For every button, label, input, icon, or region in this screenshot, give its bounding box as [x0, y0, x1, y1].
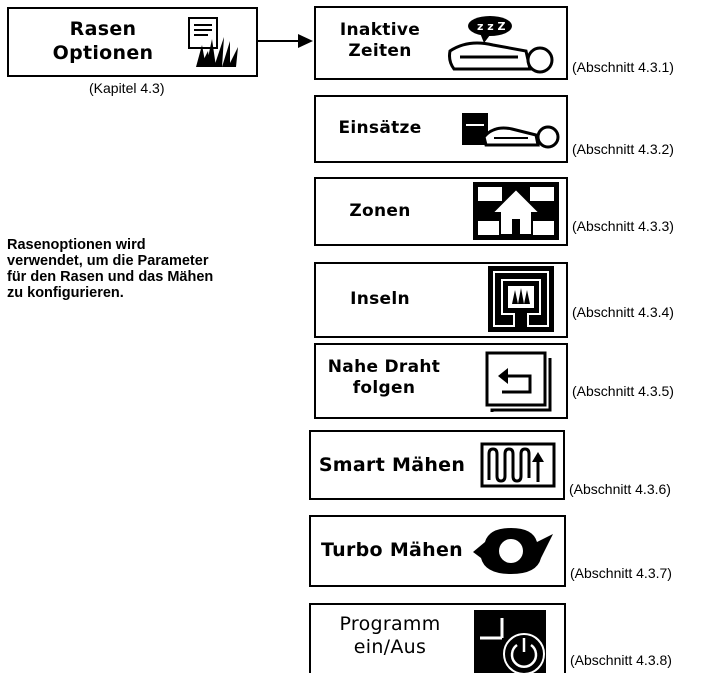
item-label: Zonen [325, 201, 435, 222]
zones-house-icon [472, 181, 562, 241]
description-line: für den Rasen und das Mähen [7, 269, 214, 285]
item-label-line: Nahe Draht [327, 357, 441, 377]
item-label-line: folgen [352, 378, 416, 398]
main-menu-caption: (Kapitel 4.3) [89, 80, 165, 96]
follow-wire-icon [484, 350, 552, 414]
item-label-line: Programm [339, 613, 441, 635]
item-label-line: Inseln [350, 289, 410, 309]
turbo-mowing-icon [471, 524, 555, 578]
islands-icon [488, 266, 554, 332]
arrow-right-icon [258, 33, 314, 49]
item-label-line: ein/Aus [353, 636, 427, 658]
item-label-line: Zeiten [348, 41, 412, 61]
item-ref: (Abschnitt 4.3.1) [572, 59, 674, 75]
item-label: Inseln [325, 289, 435, 310]
item-label-line: Turbo Mähen [320, 539, 463, 561]
item-label-line: Einsätze [338, 118, 422, 138]
item-label: Inaktive Zeiten [325, 20, 435, 62]
program-power-icon [474, 610, 548, 673]
smart-mowing-icon [480, 442, 556, 488]
item-label-line: Inaktive [339, 20, 421, 40]
item-label: Einsätze [325, 118, 435, 139]
item-label: Smart Mähen [312, 455, 472, 476]
item-label: Turbo Mähen [312, 540, 472, 561]
item-label-line: Smart Mähen [318, 454, 466, 476]
description-line: verwendet, um die Parameter [7, 253, 209, 269]
item-label: Programm ein/Aus [325, 613, 455, 659]
item-ref: (Abschnitt 4.3.2) [572, 141, 674, 157]
svg-text:z z Z: z z Z [477, 20, 505, 33]
item-ref: (Abschnitt 4.3.5) [572, 383, 674, 399]
item-ref: (Abschnitt 4.3.7) [570, 565, 672, 581]
item-ref: (Abschnitt 4.3.8) [570, 652, 672, 668]
description-line: zu konfigurieren. [7, 285, 124, 301]
description-line: Rasenoptionen wird [7, 237, 146, 253]
lawn-grass-icon [186, 15, 242, 69]
main-menu-label: Rasen Optionen [38, 17, 168, 65]
main-menu-label-line1: Rasen [69, 18, 137, 40]
item-label: Nahe Draht folgen [319, 357, 449, 399]
item-ref: (Abschnitt 4.3.4) [572, 304, 674, 320]
menu-item-einsaetze[interactable] [314, 95, 568, 163]
item-ref: (Abschnitt 4.3.3) [572, 218, 674, 234]
item-label-line: Zonen [349, 201, 411, 221]
mower-dock-icon [462, 111, 562, 149]
main-menu-label-line2: Optionen [52, 42, 154, 64]
item-ref: (Abschnitt 4.3.6) [569, 481, 671, 497]
sleeping-mower-icon: z z Z [448, 11, 563, 75]
description-text: Rasenoptionen wird verwendet, um die Par… [7, 237, 307, 301]
